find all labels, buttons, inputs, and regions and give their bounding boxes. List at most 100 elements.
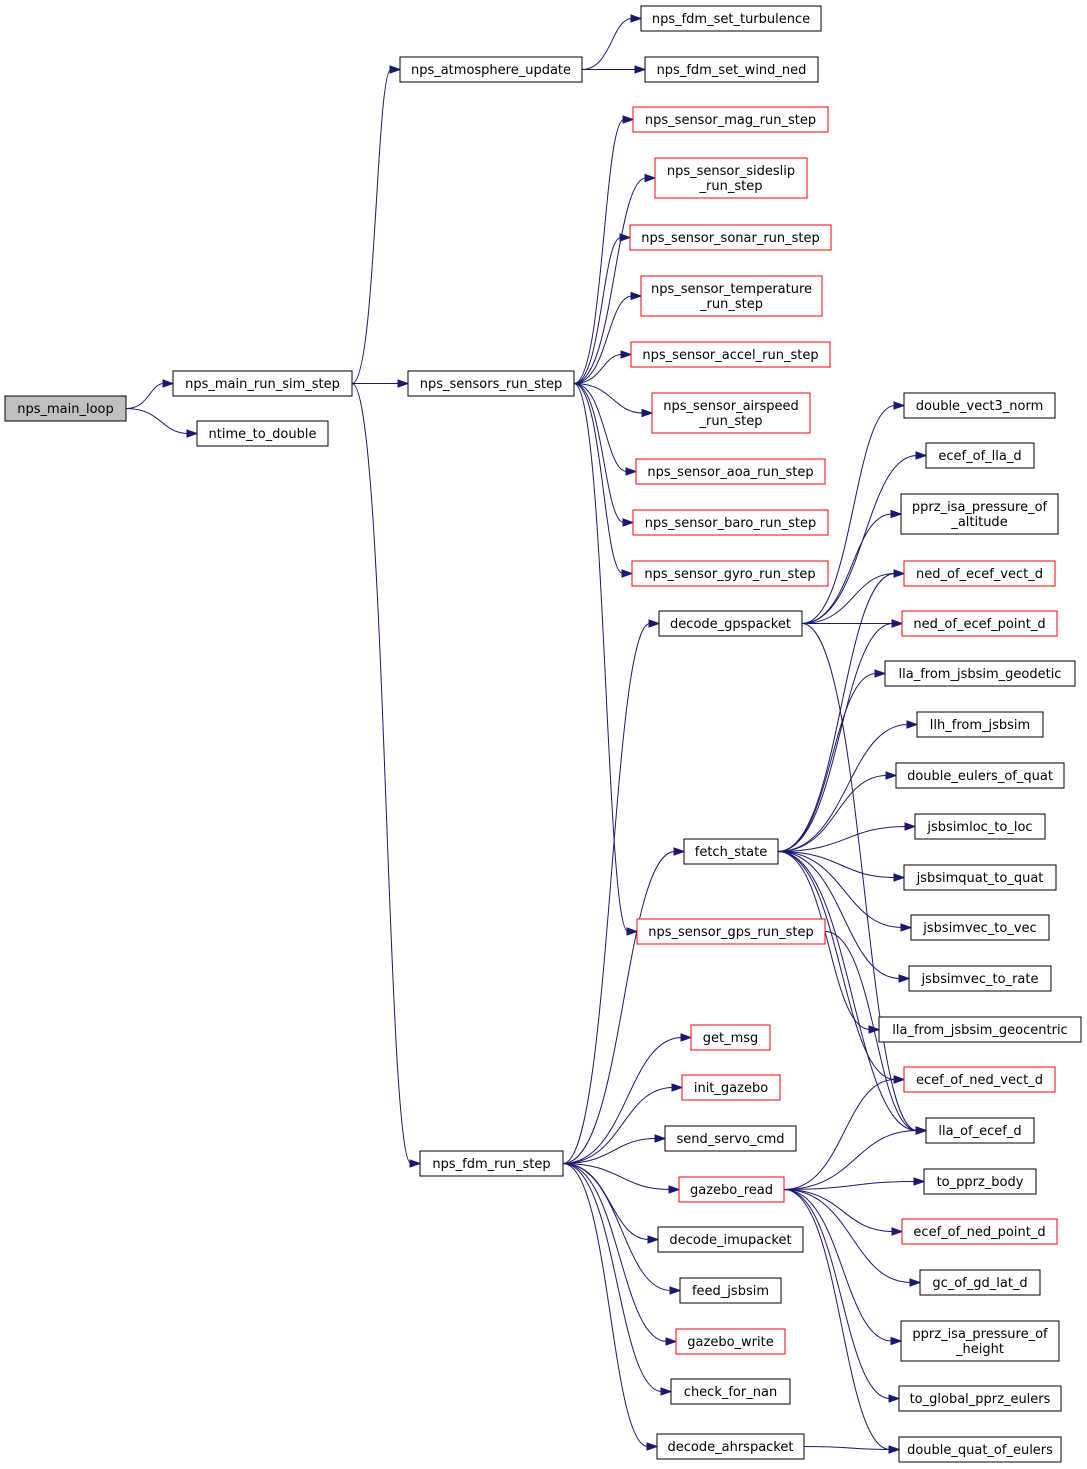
arrowhead (630, 291, 643, 301)
node-gc_of_gd_lat_d[interactable]: gc_of_gd_lat_d (919, 1269, 1041, 1296)
node-label: _run_step (699, 297, 763, 312)
node-nps_fdm_set_wind_ned[interactable]: nps_fdm_set_wind_ned (644, 56, 819, 83)
node-label: _run_step (699, 414, 763, 429)
node-decode_imupacket[interactable]: decode_imupacket (657, 1226, 804, 1253)
node-label: gazebo_read (690, 1183, 773, 1198)
node-jsbsimvec_to_vec[interactable]: jsbsimvec_to_vec (910, 914, 1050, 941)
node-jsbsimvec_to_rate[interactable]: jsbsimvec_to_rate (908, 965, 1052, 992)
node-nps_atmosphere_update[interactable]: nps_atmosphere_update (399, 56, 583, 83)
node-ned_of_ecef_point_d[interactable]: ned_of_ecef_point_d (901, 610, 1058, 637)
edge-nps_sensors_run_step-to-nps_sensor_temperature_run_step (573, 291, 643, 384)
node-label: nps_sensor_gyro_run_step (644, 567, 815, 582)
node-to_global_pprz_eulers[interactable]: to_global_pprz_eulers (898, 1385, 1062, 1412)
node-decode_ahrspacket[interactable]: decode_ahrspacket (656, 1433, 805, 1460)
node-to_pprz_body[interactable]: to_pprz_body (923, 1168, 1037, 1195)
node-ecef_of_ned_vect_d[interactable]: ecef_of_ned_vect_d (903, 1066, 1056, 1093)
node-nps_sensor_airspeed_run_step[interactable]: nps_sensor_airspeed_run_step (651, 392, 811, 434)
node-box (658, 610, 803, 637)
node-ntime_to_double[interactable]: ntime_to_double (196, 420, 329, 447)
edge-decode_gpspacket-to-double_vect3_norm (801, 401, 906, 624)
node-box (878, 1016, 1082, 1043)
node-label: ecef_of_lla_d (938, 449, 1021, 464)
node-label: nps_main_loop (17, 402, 114, 417)
node-nps_sensor_mag_run_step[interactable]: nps_sensor_mag_run_step (632, 106, 829, 133)
node-pprz_isa_pressure_of_altitude[interactable]: pprz_isa_pressure_of_altitude (900, 493, 1059, 535)
arrowhead (913, 1177, 926, 1186)
node-nps_sensor_sideslip_run_step[interactable]: nps_sensor_sideslip_run_step (654, 157, 808, 199)
arrowhead (634, 65, 647, 74)
arrowhead (909, 1278, 922, 1287)
node-box (629, 224, 832, 251)
node-decode_gpspacket[interactable]: decode_gpspacket (658, 610, 803, 637)
node-lla_from_jsbsim_geocentric[interactable]: lla_from_jsbsim_geocentric (878, 1016, 1082, 1043)
node-ecef_of_ned_point_d[interactable]: ecef_of_ned_point_d (901, 1218, 1058, 1245)
node-lla_from_jsbsim_geodetic[interactable]: lla_from_jsbsim_geodetic (884, 660, 1076, 687)
node-nps_main_run_sim_step[interactable]: nps_main_run_sim_step (172, 370, 353, 397)
node-box (632, 509, 829, 536)
node-label: jsbsimvec_to_vec (922, 921, 1036, 936)
node-box (678, 1176, 785, 1203)
node-box (635, 458, 826, 485)
node-nps_sensor_baro_run_step[interactable]: nps_sensor_baro_run_step (632, 509, 829, 536)
node-jsbsimquat_to_quat[interactable]: jsbsimquat_to_quat (903, 864, 1057, 891)
edge-gazebo_read-to-to_pprz_body (783, 1177, 926, 1190)
edge-gazebo_read-to-to_global_pprz_eulers (783, 1189, 901, 1403)
node-nps_sensor_sonar_run_step[interactable]: nps_sensor_sonar_run_step (629, 224, 832, 251)
arrowhead (626, 927, 639, 936)
edge-nps_sensors_run_step-to-nps_sensor_aoa_run_step (573, 383, 638, 476)
node-lla_of_ecef_d[interactable]: lla_of_ecef_d (925, 1117, 1035, 1144)
arrowhead (915, 1126, 928, 1135)
node-jsbsimloc_to_loc[interactable]: jsbsimloc_to_loc (914, 813, 1046, 840)
node-nps_sensor_aoa_run_step[interactable]: nps_sensor_aoa_run_step (635, 458, 826, 485)
node-double_eulers_of_quat[interactable]: double_eulers_of_quat (895, 762, 1065, 789)
node-feed_jsbsim[interactable]: feed_jsbsim (679, 1277, 782, 1304)
node-gazebo_read[interactable]: gazebo_read (678, 1176, 785, 1203)
node-label: nps_fdm_set_turbulence (652, 12, 810, 27)
node-label: ecef_of_ned_point_d (913, 1225, 1045, 1240)
arrowhead (900, 923, 913, 932)
node-llh_from_jsbsim[interactable]: llh_from_jsbsim (916, 711, 1044, 738)
node-box (657, 1226, 804, 1253)
node-nps_sensor_temperature_run_step[interactable]: nps_sensor_temperature_run_step (640, 275, 823, 317)
node-nps_sensor_gyro_run_step[interactable]: nps_sensor_gyro_run_step (631, 560, 829, 587)
node-get_msg[interactable]: get_msg (690, 1024, 771, 1051)
node-gazebo_write[interactable]: gazebo_write (675, 1328, 786, 1355)
node-nps_fdm_run_step[interactable]: nps_fdm_run_step (419, 1150, 564, 1177)
node-label: gc_of_gd_lat_d (932, 1276, 1027, 1291)
node-nps_sensor_gps_run_step[interactable]: nps_sensor_gps_run_step (636, 918, 826, 945)
arrowhead (904, 822, 917, 831)
edge-nps_sensors_run_step-to-nps_sensor_gps_run_step (573, 383, 639, 936)
node-label: send_servo_cmd (676, 1132, 784, 1147)
node-box (898, 1436, 1062, 1463)
node-ned_of_ecef_vect_d[interactable]: ned_of_ecef_vect_d (903, 560, 1056, 587)
node-check_for_nan[interactable]: check_for_nan (670, 1378, 791, 1405)
node-send_servo_cmd[interactable]: send_servo_cmd (664, 1125, 797, 1152)
node-nps_sensors_run_step[interactable]: nps_sensors_run_step (407, 370, 575, 397)
arrowhead (409, 1159, 422, 1168)
node-box (903, 392, 1056, 419)
node-box (898, 1385, 1062, 1412)
node-label: fetch_state (695, 845, 768, 860)
node-double_vect3_norm[interactable]: double_vect3_norm (903, 392, 1056, 419)
node-double_quat_of_eulers[interactable]: double_quat_of_eulers (898, 1436, 1062, 1463)
node-nps_main_loop[interactable]: nps_main_loop (4, 395, 127, 422)
node-label: decode_ahrspacket (668, 1440, 794, 1455)
node-ecef_of_lla_d[interactable]: ecef_of_lla_d (925, 442, 1035, 469)
node-init_gazebo[interactable]: init_gazebo (681, 1074, 781, 1101)
node-nps_fdm_set_turbulence[interactable]: nps_fdm_set_turbulence (640, 5, 822, 32)
node-label: double_vect3_norm (916, 399, 1044, 414)
node-label: jsbsimvec_to_rate (921, 972, 1039, 987)
node-fetch_state[interactable]: fetch_state (683, 838, 779, 865)
arrowhead (646, 1442, 659, 1451)
edge-gazebo_read-to-ecef_of_ned_vect_d (783, 1075, 906, 1190)
node-box (640, 5, 822, 32)
node-pprz_isa_pressure_of_height[interactable]: pprz_isa_pressure_of_height (900, 1320, 1060, 1362)
node-label: nps_sensor_aoa_run_step (647, 465, 813, 480)
node-label: nps_fdm_set_wind_ned (657, 63, 807, 78)
edge-nps_fdm_run_step-to-fetch_state (562, 847, 686, 1164)
edge-nps_fdm_run_step-to-send_servo_cmd (562, 1134, 667, 1164)
arrowhead (890, 509, 903, 519)
arrowhead (893, 1075, 906, 1084)
node-nps_sensor_accel_run_step[interactable]: nps_sensor_accel_run_step (630, 341, 831, 368)
edge-nps_fdm_run_step-to-gazebo_write (562, 1163, 678, 1346)
